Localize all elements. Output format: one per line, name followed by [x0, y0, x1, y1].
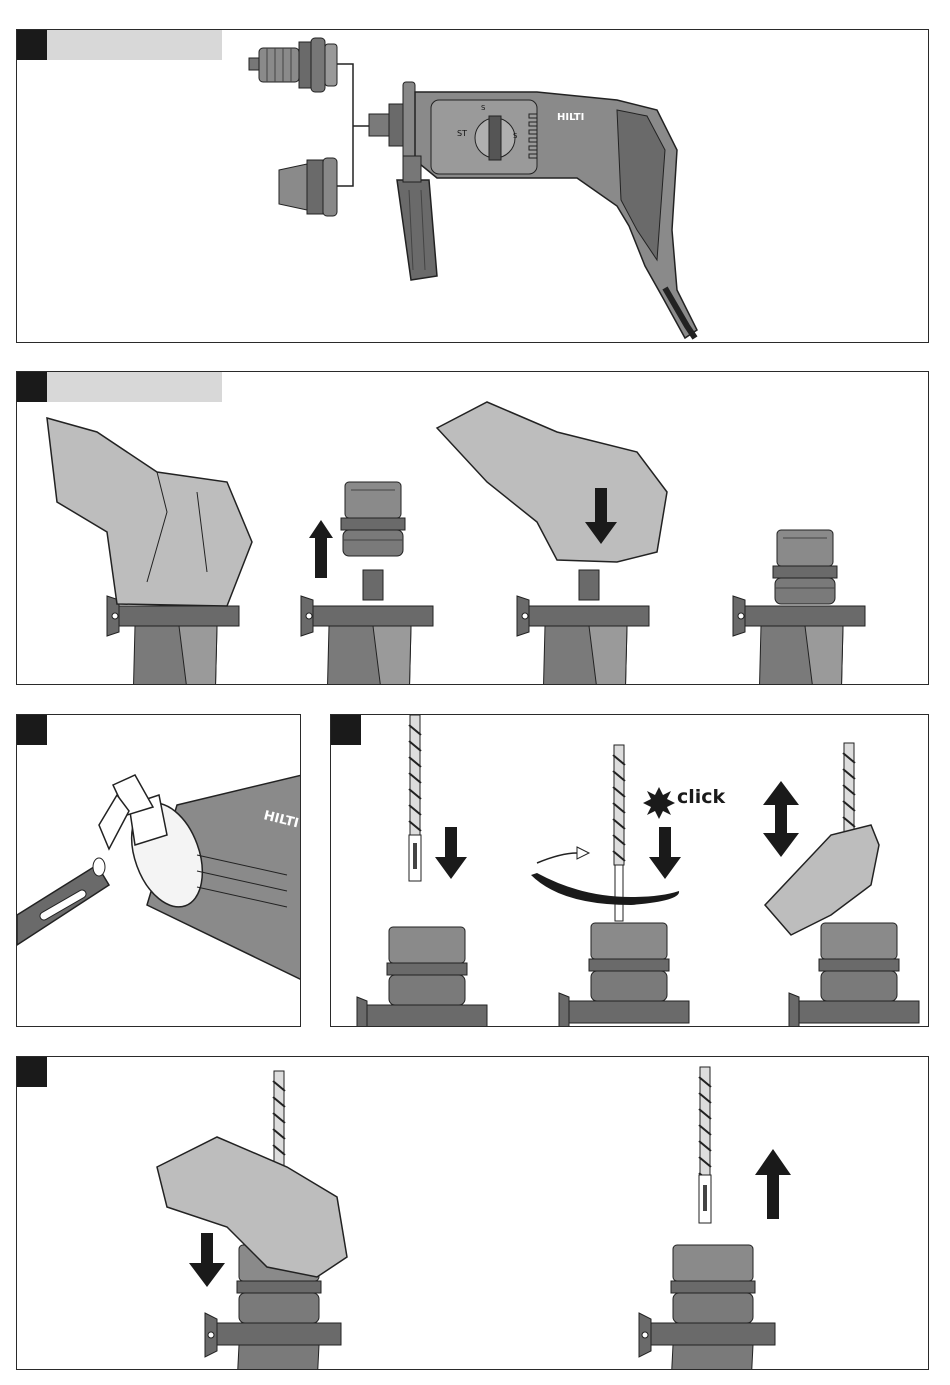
bit-release-step	[157, 1071, 347, 1370]
arrow-up-icon	[309, 520, 333, 578]
selector-s-top-label: S	[481, 104, 486, 112]
rotate-arrow-icon	[531, 873, 679, 905]
bit-removed-step	[639, 1067, 791, 1370]
bit-rotate-click-step: click	[531, 745, 726, 1027]
chuck-unlock-step	[47, 418, 252, 685]
double-arrow-icon	[763, 781, 799, 857]
panel-remove-bit	[16, 1056, 929, 1370]
click-burst-icon	[643, 787, 675, 819]
click-label: click	[677, 786, 726, 808]
panel-insert-bit: click	[330, 714, 929, 1027]
chuck-attach-step	[437, 402, 667, 685]
bit-pull-check-step	[763, 743, 919, 1027]
bit-approach-step	[357, 715, 487, 1027]
chuck-attached-step	[733, 530, 865, 685]
gloved-hand-illustration	[47, 418, 252, 606]
sds-chuck-illustration	[279, 158, 337, 216]
panel-chuck-change	[16, 371, 929, 685]
brand-logo: HILTI	[557, 112, 584, 123]
grease-illustration: HILTI	[17, 715, 301, 1027]
selector-st-label: ST	[457, 129, 467, 138]
tool-overview-illustration: ST S S HILTI	[17, 30, 929, 343]
arrow-down-icon	[649, 827, 681, 879]
arrow-down-icon	[435, 827, 467, 879]
insert-bit-illustration: click	[331, 715, 929, 1027]
selector-s-right-label: S	[513, 132, 518, 140]
keyed-chuck-illustration	[249, 38, 337, 92]
panel-tool-overview: ST S S HILTI	[16, 29, 929, 343]
panel-grease-shank: HILTI	[16, 714, 301, 1027]
arrow-down-icon	[189, 1233, 225, 1287]
arrow-up-icon	[755, 1149, 791, 1219]
chuck-remove-step	[301, 482, 433, 685]
gloved-hand-illustration	[437, 402, 667, 562]
chuck-change-illustration	[17, 372, 929, 685]
hammer-drill-illustration: ST S S HILTI	[369, 82, 697, 338]
remove-bit-illustration	[17, 1057, 929, 1370]
